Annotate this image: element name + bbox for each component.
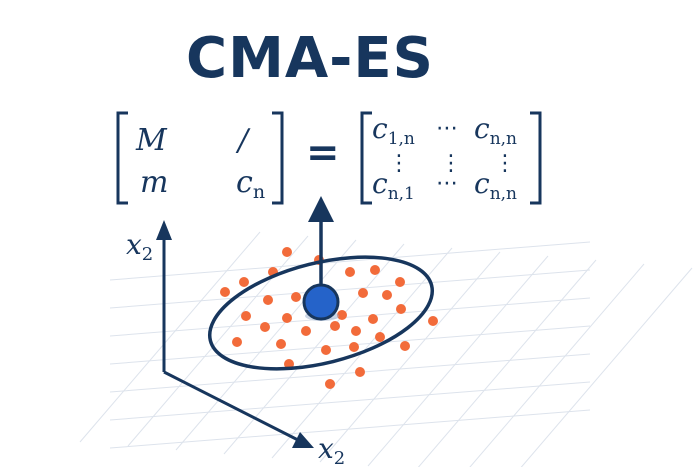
cov-r3c3-base: c bbox=[474, 167, 490, 200]
covariance-ellipse bbox=[207, 255, 435, 371]
cov-r1c1: c1,n bbox=[372, 112, 415, 149]
sample-point bbox=[321, 345, 331, 355]
horizontal-axis-label-sub: 2 bbox=[334, 448, 345, 467]
cov-r2c3-vdots: ⋮ bbox=[494, 151, 516, 176]
cov-r1c1-base: c bbox=[372, 112, 388, 145]
cov-r3c3-sub: n,n bbox=[490, 184, 517, 204]
horizontal-axis-label-base: x bbox=[318, 432, 334, 465]
vertical-axis-arrowhead bbox=[156, 220, 172, 240]
left-matrix-r2c2-base: c bbox=[236, 165, 253, 200]
cov-r1-hdots: ⋯ bbox=[436, 116, 458, 141]
grid-line bbox=[175, 239, 357, 451]
sample-point bbox=[239, 277, 249, 287]
mean-point bbox=[302, 283, 340, 321]
grid-line bbox=[417, 259, 597, 467]
cov-r1c1-sub: 1,n bbox=[388, 129, 415, 149]
left-matrix-open-bracket bbox=[116, 111, 128, 205]
grid-line bbox=[520, 267, 693, 467]
vertical-axis-label-base: x bbox=[126, 228, 142, 261]
sample-point bbox=[400, 341, 410, 351]
horizontal-axis bbox=[163, 370, 299, 442]
sample-point bbox=[330, 321, 340, 331]
grid-line bbox=[109, 297, 591, 337]
grid-line bbox=[319, 251, 501, 463]
horizontal-axis-label: x2 bbox=[318, 432, 345, 467]
left-matrix-r2c2-sub: n bbox=[253, 181, 265, 203]
sample-point bbox=[220, 287, 230, 297]
grid-line bbox=[367, 255, 549, 467]
grid-line bbox=[223, 243, 405, 455]
sample-point bbox=[337, 310, 347, 320]
sample-point bbox=[428, 316, 438, 326]
sample-point bbox=[351, 326, 361, 336]
cov-r1c3: cn,n bbox=[474, 112, 517, 149]
sample-point bbox=[282, 313, 292, 323]
grid-line bbox=[109, 409, 591, 449]
sample-point bbox=[355, 367, 365, 377]
sample-point bbox=[358, 288, 368, 298]
grid-line bbox=[469, 263, 645, 467]
covariance-matrix: c1,n ⋯ cn,n ⋮ ⋮ ⋮ cn,1 ⋯ cn,n bbox=[360, 111, 542, 205]
cov-r1c3-sub: n,n bbox=[490, 129, 517, 149]
sample-point bbox=[382, 290, 392, 300]
mean-shift-arrowhead bbox=[308, 196, 334, 222]
covariance-matrix-open-bracket bbox=[360, 111, 372, 205]
ground-grid bbox=[79, 231, 693, 467]
cov-r2c2-vdots: ⋮ bbox=[440, 151, 462, 176]
sample-point bbox=[263, 295, 273, 305]
left-matrix-r2c2: cn bbox=[236, 165, 265, 203]
covariance-matrix-close-bracket bbox=[530, 111, 542, 205]
cov-r3c1-sub: n,1 bbox=[388, 184, 415, 204]
sample-point bbox=[349, 342, 359, 352]
sample-point bbox=[345, 267, 355, 277]
cov-r3c3: cn,n bbox=[474, 167, 517, 204]
grid-line bbox=[79, 231, 261, 443]
sample-point bbox=[282, 247, 292, 257]
sample-point bbox=[375, 332, 385, 342]
left-matrix-close-bracket bbox=[272, 111, 284, 205]
grid-line bbox=[109, 241, 591, 281]
sample-point bbox=[284, 359, 294, 369]
sample-point bbox=[370, 265, 380, 275]
grid-line bbox=[127, 235, 309, 447]
equals-sign: = bbox=[306, 130, 340, 176]
sample-point bbox=[276, 339, 286, 349]
sample-point bbox=[260, 322, 270, 332]
page-title: CMA-ES bbox=[186, 26, 434, 91]
left-matrix-r1c2: / bbox=[235, 123, 251, 158]
horizontal-axis-arrowhead bbox=[292, 432, 314, 448]
cov-r3c1: cn,1 bbox=[372, 167, 415, 204]
vertical-axis-label: x2 bbox=[126, 228, 153, 265]
sample-point bbox=[232, 337, 242, 347]
cov-r1c3-base: c bbox=[474, 112, 490, 145]
left-matrix-r2c1: m bbox=[140, 165, 168, 200]
left-matrix: M / m cn bbox=[116, 111, 284, 205]
cov-r3-hdots: ⋯ bbox=[436, 171, 458, 196]
cov-r3c1-base: c bbox=[372, 167, 388, 200]
grid-line bbox=[109, 353, 591, 393]
cov-r2c1-vdots: ⋮ bbox=[388, 151, 410, 176]
sample-point bbox=[396, 304, 406, 314]
sample-point bbox=[368, 314, 378, 324]
sample-point bbox=[291, 292, 301, 302]
sample-point bbox=[241, 311, 251, 321]
grid-line bbox=[109, 269, 591, 309]
sample-point bbox=[301, 326, 311, 336]
grid-line bbox=[109, 381, 591, 421]
sample-point bbox=[325, 379, 335, 389]
left-matrix-r1c1: M bbox=[135, 123, 168, 158]
coordinate-axes: x2 x2 bbox=[126, 220, 345, 467]
sample-point bbox=[395, 277, 405, 287]
vertical-axis-label-sub: 2 bbox=[142, 244, 153, 265]
